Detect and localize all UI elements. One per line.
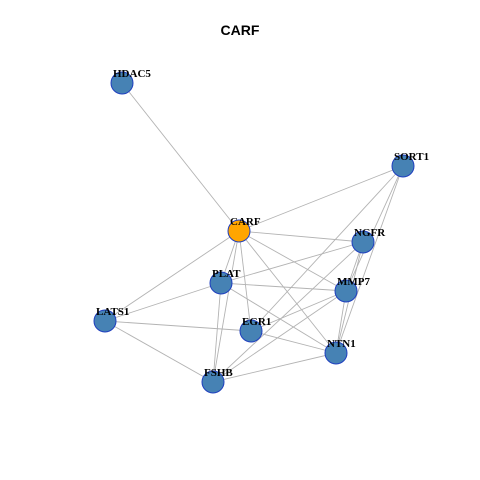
edge-plat-mmp7: [220, 282, 347, 292]
node-ngfr[interactable]: [351, 230, 375, 254]
edge-ntn1-fshb: [212, 352, 337, 383]
node-label-mmp7: MMP7: [337, 276, 370, 288]
edge-sort1-ntn1: [335, 165, 404, 354]
edge-carf-sort1: [238, 165, 404, 232]
node-hdac5[interactable]: [110, 71, 134, 95]
edge-lats1-egr1: [104, 320, 252, 332]
node-label-sort1: SORT1: [394, 151, 429, 163]
node-lats1[interactable]: [93, 309, 117, 333]
node-plat[interactable]: [209, 271, 233, 295]
edge-ngfr-fshb: [212, 241, 364, 383]
edge-plat-lats1: [104, 282, 222, 322]
edge-plat-fshb: [212, 282, 222, 383]
edge-mmp7-egr1: [250, 290, 347, 332]
edge-carf-lats1: [104, 230, 240, 322]
node-egr1[interactable]: [239, 319, 263, 343]
edge-plat-ntn1: [220, 282, 337, 354]
edge-mmp7-fshb: [212, 290, 347, 383]
node-label-carf: CARF: [230, 216, 261, 228]
node-label-ntn1: NTN1: [327, 338, 356, 350]
edge-sort1-egr1: [250, 165, 404, 332]
diagram-title: CARF: [220, 22, 260, 38]
node-label-hdac5: HDAC5: [113, 68, 151, 80]
edge-carf-fshb: [212, 230, 240, 383]
node-label-ngfr: NGFR: [354, 227, 386, 239]
node-carf[interactable]: [227, 219, 251, 243]
node-label-egr1: EGR1: [242, 316, 271, 328]
edge-egr1-ntn1: [250, 330, 337, 354]
edge-sort1-mmp7: [345, 165, 404, 292]
edge-carf-hdac5: [121, 82, 240, 232]
node-layer: [93, 71, 415, 394]
node-label-lats1: LATS1: [96, 306, 129, 318]
node-label-plat: PLAT: [212, 268, 241, 280]
node-fshb[interactable]: [201, 370, 225, 394]
edge-carf-ngfr: [238, 230, 364, 243]
node-sort1[interactable]: [391, 154, 415, 178]
node-label-fshb: FSHB: [204, 367, 233, 379]
node-ntn1[interactable]: [324, 341, 348, 365]
edge-carf-egr1: [238, 230, 252, 332]
node-mmp7[interactable]: [334, 279, 358, 303]
edge-ngfr-plat: [220, 241, 364, 284]
edge-lats1-fshb: [104, 320, 214, 383]
edge-carf-mmp7: [238, 230, 347, 292]
